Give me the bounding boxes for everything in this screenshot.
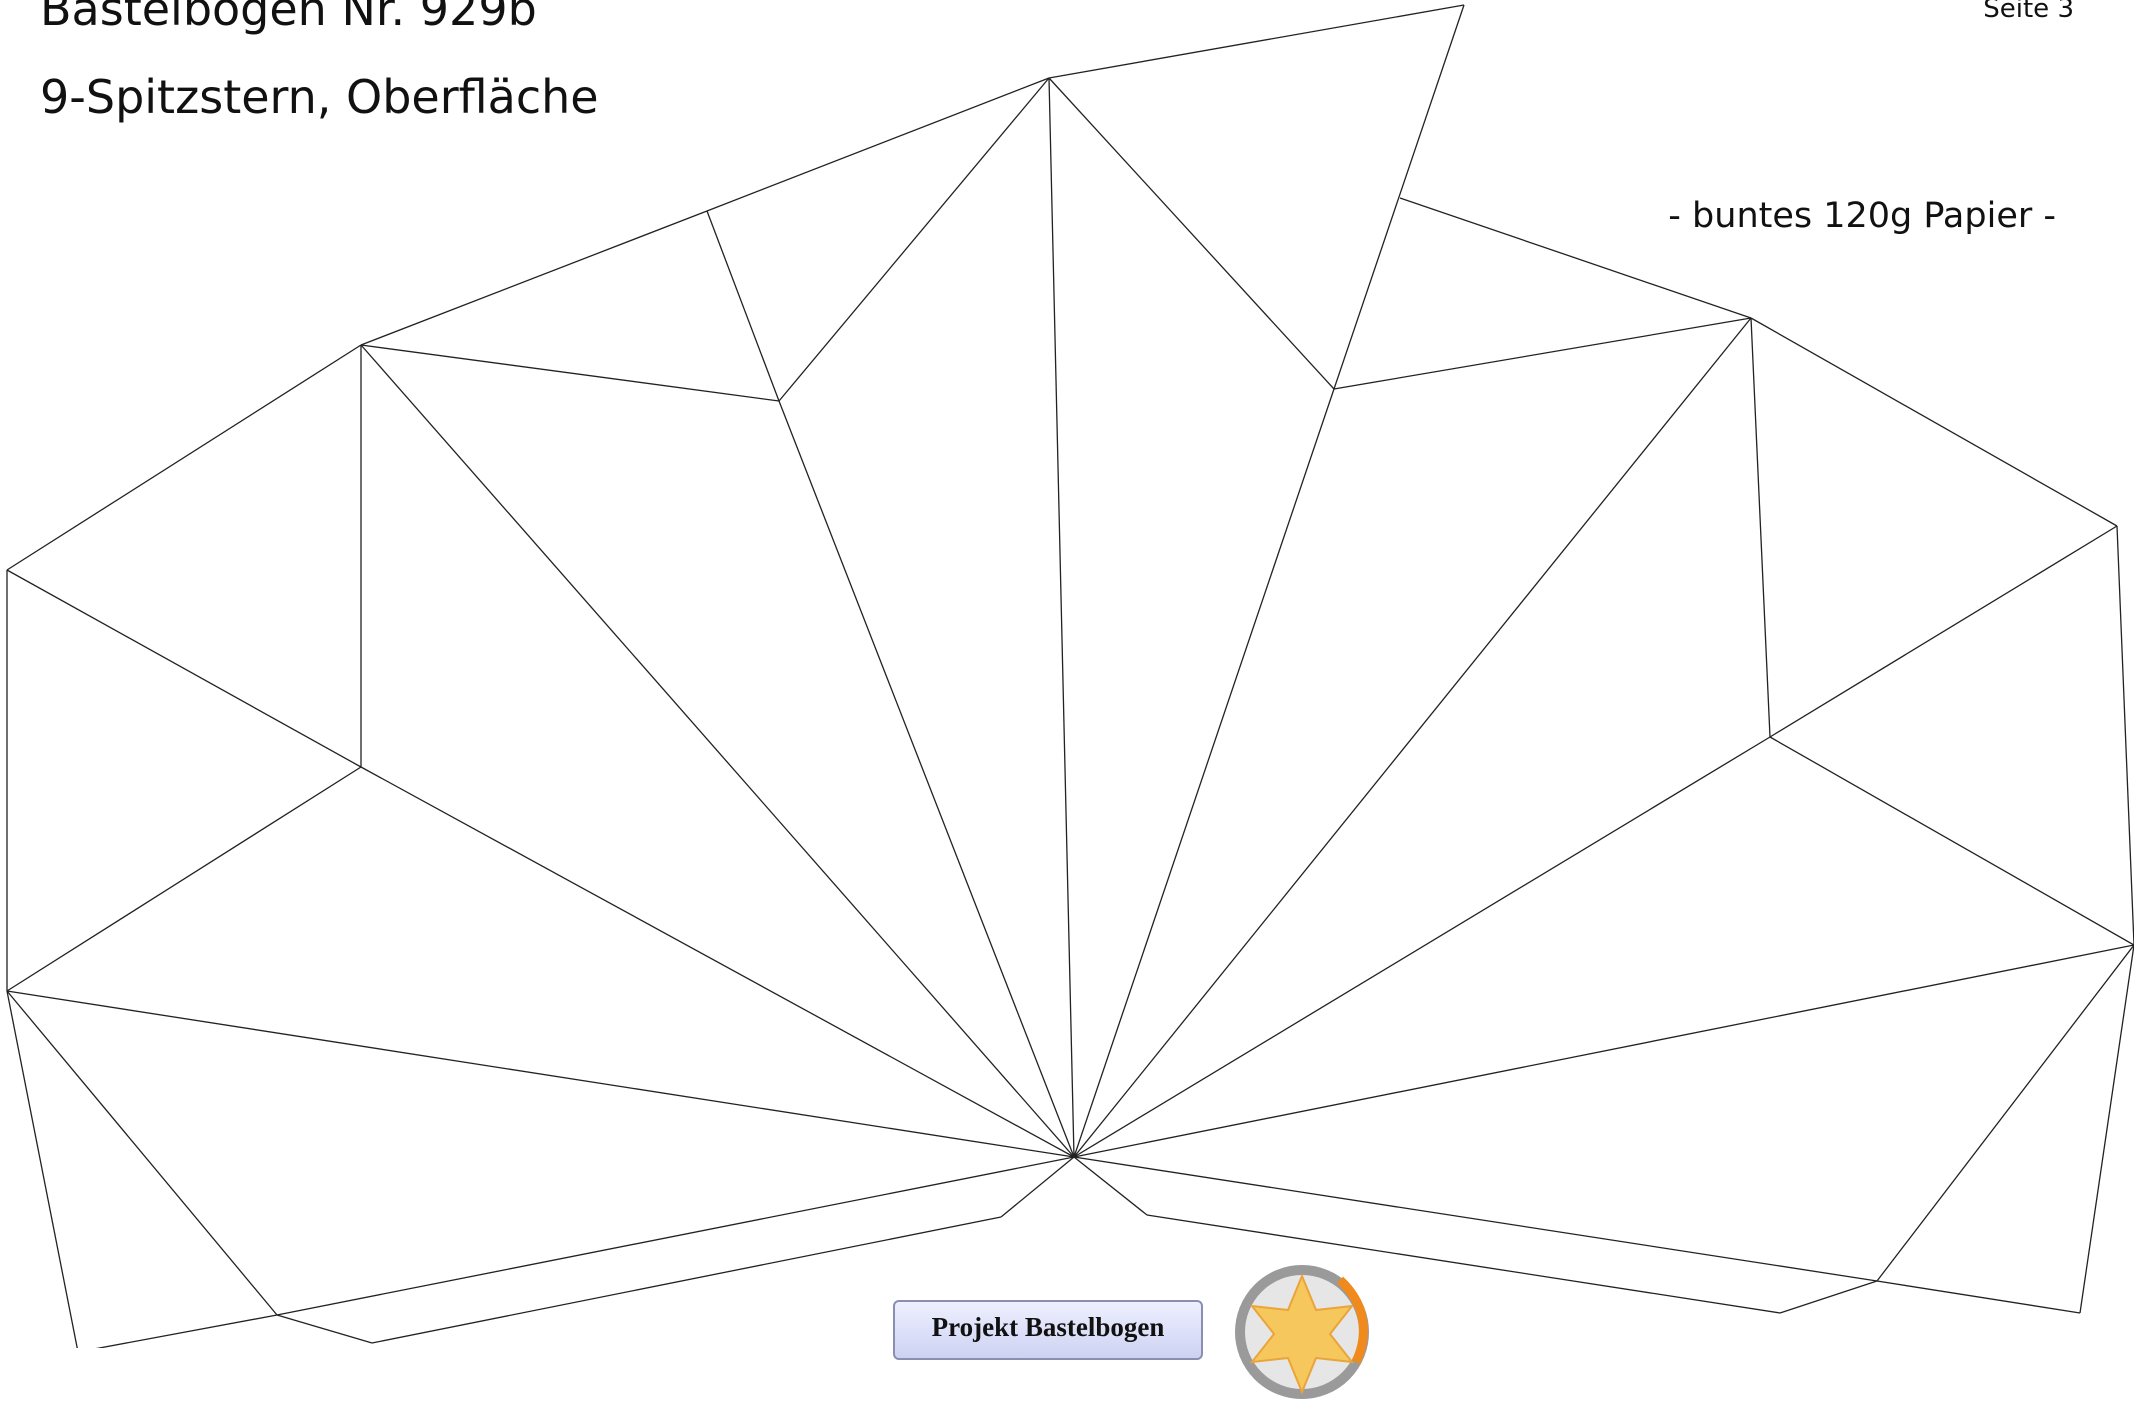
net-edge [1750,317,2118,527]
net-fold [1073,944,2134,1158]
net-fold [1333,317,1752,390]
net-edge [371,1216,1002,1344]
net-fold [360,766,1075,1158]
net-edge [1333,4,1465,390]
net-edge [1399,197,1752,319]
net-fold [6,990,278,1316]
net-fold [1876,944,2134,1282]
project-logo-banner: Projekt Bastelbogen [893,1300,1203,1360]
net-fold [778,400,1075,1158]
net-fold [6,990,1075,1158]
net-fold [706,210,780,402]
net-edge [360,210,708,346]
net-edge [1073,1156,1148,1216]
star-logo-icon [1235,1265,1369,1399]
net-fold [6,766,362,992]
net-fold [1750,317,1771,738]
net-edge [2116,525,2134,946]
net-fold [1769,736,2134,946]
craft-sheet: Bastelbogen Nr. 929b 9-Spitzstern, Oberf… [6,0,2134,1399]
net-fold [1073,736,1771,1158]
page-number: Seite 3 [1983,0,2074,24]
net-edge [1000,1156,1075,1218]
net-edge [6,990,78,1348]
net-edge [276,1314,373,1344]
net-fold [360,344,780,402]
net-fold [360,344,1075,1158]
net-fold [276,1156,1075,1316]
net-fold [1073,1156,1878,1282]
net-fold [1048,77,1075,1158]
net-edge [1048,4,1465,79]
project-logo-text: Projekt Bastelbogen [931,1312,1165,1342]
net-fold [1073,317,1752,1158]
net-fold [6,569,362,768]
net-fold [1769,525,2118,738]
net-edge [2079,944,2134,1314]
star-net-diagram [6,4,2134,1348]
net-edge [706,77,1050,212]
net-fold [1048,77,1335,390]
net-edge [6,344,362,571]
net-edge [1146,1214,1781,1314]
net-edge [1779,1280,1878,1314]
net-edge [95,1314,278,1348]
net-edge [1876,1280,2081,1314]
sheet-subtitle: 9-Spitzstern, Oberfläche [40,70,599,124]
net-fold [1073,388,1335,1158]
sheet-title: Bastelbogen Nr. 929b [40,0,537,36]
net-fold [778,77,1050,402]
paper-note: - buntes 120g Papier - [1668,196,2056,236]
